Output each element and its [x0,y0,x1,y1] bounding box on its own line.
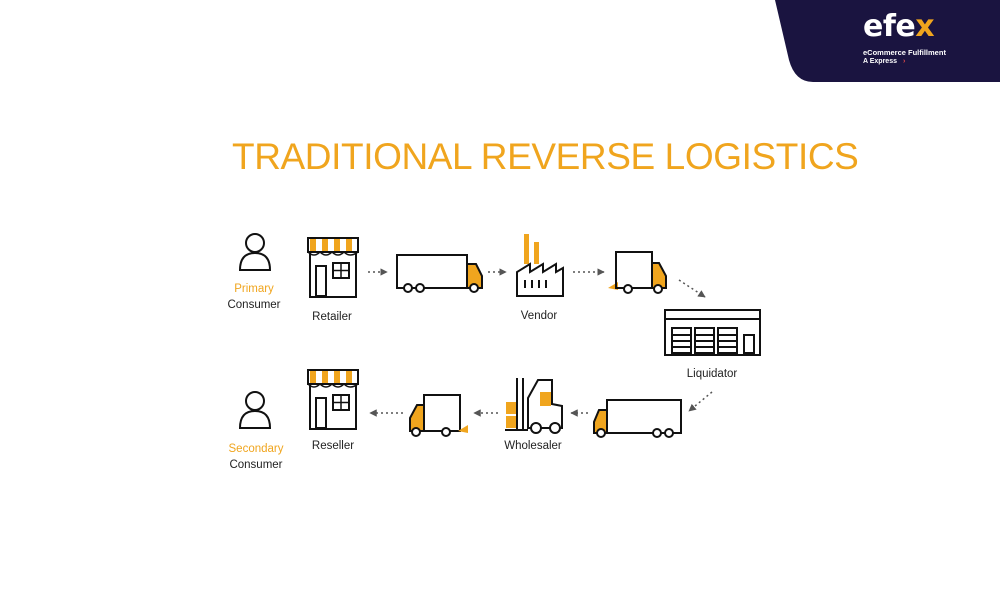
reseller-label: Reseller [311,440,355,452]
primary-consumer-person-icon [238,233,272,271]
liquidator-warehouse-icon [664,309,761,356]
wholesaler-label: Wholesaler [504,440,562,452]
primary-consumer-label: Primary Consumer [227,283,281,311]
vendor-factory-icon [516,234,564,297]
flow-arrow [678,279,706,298]
retailer-store-icon [307,237,359,298]
small-truck-icon [608,251,667,294]
vendor-label: Vendor [520,310,558,322]
brand-tagline: eCommerce Fulfillment [863,48,946,57]
delivery-truck-icon [396,254,483,293]
liquidator-label: Liquidator [686,368,738,380]
diagram-title: TRADITIONAL REVERSE LOGISTICS [232,136,859,177]
delivery-truck-icon [593,399,682,438]
brand-name: efex [863,9,935,44]
secondary-consumer-person-icon [238,391,272,429]
wholesaler-forklift-icon [505,378,563,434]
brand-panel [775,0,1000,82]
retailer-label: Retailer [312,311,352,323]
reseller-store-icon [307,369,359,430]
small-truck-icon [409,394,468,437]
flow-arrow [688,391,713,412]
brand-subline: A Express› [863,58,906,65]
brand-logo: efex eCommerce Fulfillment A Express› [775,0,1000,82]
brand-arrow-icon: › [902,58,906,65]
secondary-consumer-label: Secondary Consumer [228,443,284,471]
